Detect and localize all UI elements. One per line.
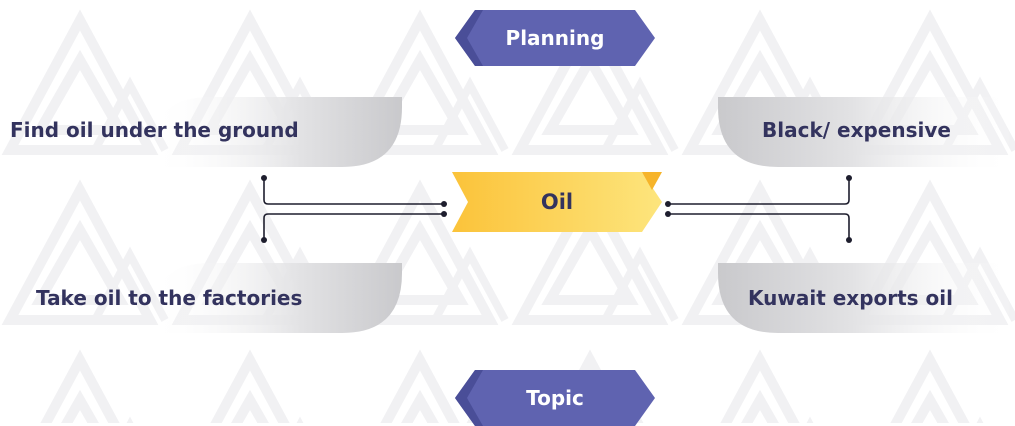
- planning-banner: Planning: [455, 10, 655, 66]
- left-pill-1: [150, 97, 402, 167]
- left-item-1: Find oil under the ground: [10, 118, 299, 142]
- center-node: Oil: [452, 172, 662, 232]
- left-item-2: Take oil to the factories: [36, 286, 303, 310]
- topic-banner: Topic: [455, 370, 655, 426]
- right-pill-1: [718, 97, 1015, 167]
- center-label: Oil: [540, 190, 574, 214]
- right-item-2: Kuwait exports oil: [748, 286, 953, 310]
- right-pill-2: [718, 263, 1015, 333]
- right-item-1: Black/ expensive: [762, 118, 951, 142]
- left-pill-2: [150, 263, 402, 333]
- planning-label: Planning: [505, 26, 605, 50]
- topic-label: Topic: [526, 386, 584, 410]
